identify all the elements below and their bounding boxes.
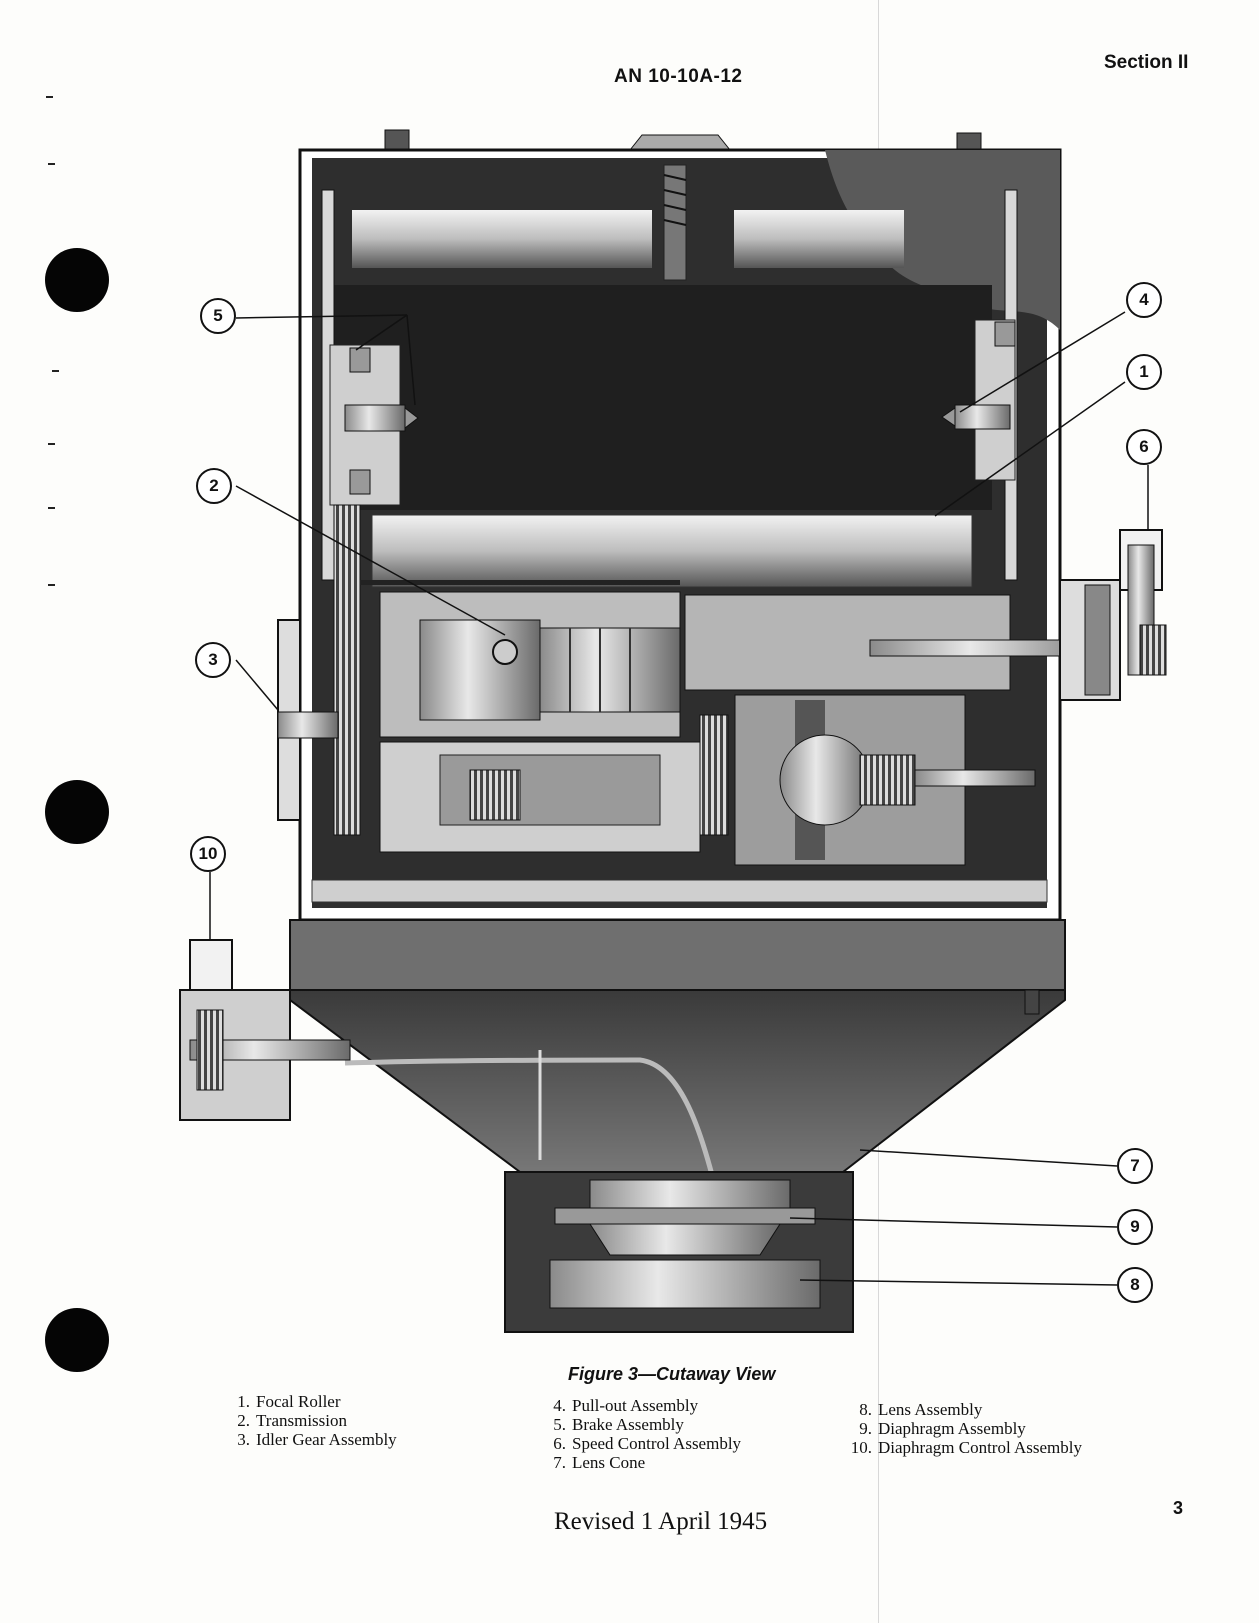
drive-gear [333,504,361,836]
section-label: Section II [1104,52,1189,73]
margin-mark [48,163,55,165]
gear-small [469,769,521,821]
callout-1: 1 [1126,354,1162,390]
callout-6: 6 [1126,429,1162,465]
callout-10: 10 [190,836,226,872]
legend-column-1: 1.Focal Roller 2.Transmission 3.Idler Ge… [222,1392,397,1449]
pullout-housing [974,319,1016,481]
transmission-drum [539,627,681,713]
base-plate [289,919,1066,991]
legend-item: 4.Pull-out Assembly [553,1396,699,1415]
top-roller-right [734,210,904,268]
punch-hole-middle [45,780,109,844]
film-chamber [332,285,992,510]
callout-2: 2 [196,468,232,504]
legend-column-3: 8.Lens Assembly 9.Diaphragm Assembly 10.… [844,1400,1082,1457]
diaphragm-control-fitting [189,939,233,991]
diaphragm-ring [554,1207,816,1225]
legend-item: 2.Transmission [237,1411,348,1430]
page-number: 3 [1173,1498,1184,1518]
callout-leader-lines [209,311,1149,1286]
top-knob-right [956,132,982,152]
callout-7: 7 [1117,1148,1153,1184]
legend-item: 8.Lens Assembly [859,1400,983,1419]
spring-right-top [994,321,1016,347]
callout-9: 9 [1117,1209,1153,1245]
margin-mark [52,370,59,372]
motor-shaft [914,769,1036,787]
callout-5: 5 [200,298,236,334]
legend-item: 7.Lens Cone [553,1453,646,1472]
top-screw-cap [628,134,732,151]
pullout-shaft [954,404,1011,430]
transmission-bolt [492,639,518,665]
top-knob-left [384,129,410,151]
margin-mark [48,443,55,445]
callout-8: 8 [1117,1267,1153,1303]
spring-left-bottom [349,469,371,495]
callout-3: 3 [195,642,231,678]
margin-mark [48,584,55,586]
legend-item: 3.Idler Gear Assembly [237,1430,397,1449]
motor-armature [779,734,871,826]
margin-mark [46,96,53,98]
figure-caption: Figure 3—Cutaway View [568,1364,776,1384]
spring-left-top [349,347,371,373]
legend-column-2: 4.Pull-out Assembly 5.Brake Assembly 6.S… [538,1396,741,1472]
brake-shaft-left [344,404,406,432]
lens-assembly [549,1259,821,1309]
idler-shaft [277,711,339,739]
control-cable [344,1057,715,1176]
transmission-body [419,619,541,721]
motor-gear [699,714,729,836]
legend-item: 5.Brake Assembly [553,1415,684,1434]
top-roller-left [352,210,652,268]
commutator [859,754,916,806]
focal-roller [371,514,973,588]
callout-4: 4 [1126,282,1162,318]
legend-item: 1.Focal Roller [237,1392,341,1411]
legend-item: 10.Diaphragm Control Assembly [850,1438,1082,1457]
revision-date: Revised 1 April 1945 [554,1508,768,1535]
lens-cone [289,989,1066,1173]
punch-hole-top [45,248,109,312]
legend-item: 9.Diaphragm Assembly [859,1419,1026,1438]
document-number: AN 10-10A-12 [614,66,743,87]
margin-mark [48,507,55,509]
diaphragm-blades [589,1223,781,1256]
punch-hole-bottom [45,1308,109,1372]
lens-top-ring [589,1179,791,1209]
outer-shell-cutaway [825,150,1060,330]
legend-item: 6.Speed Control Assembly [553,1434,742,1453]
insulation-strip [311,879,1048,903]
